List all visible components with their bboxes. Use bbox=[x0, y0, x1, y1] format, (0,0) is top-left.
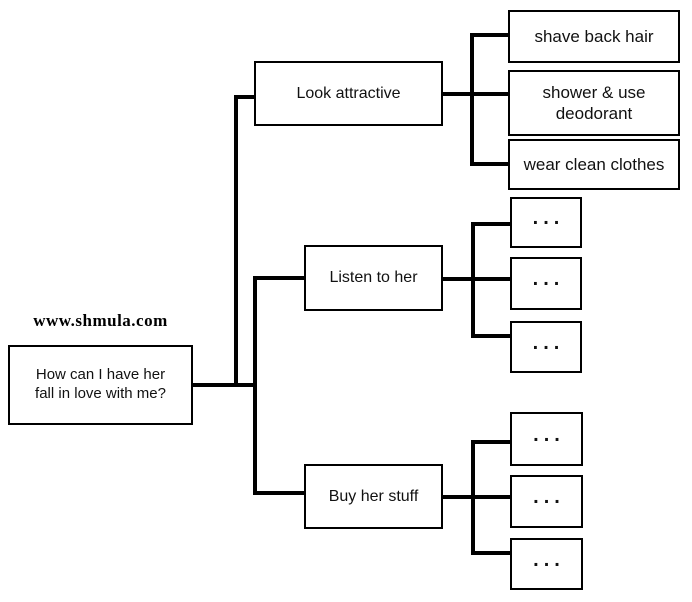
leaf-node-label: shave back hair bbox=[534, 26, 654, 46]
ellipsis-label: ... bbox=[532, 207, 565, 229]
branch-node-label: Buy her stuff bbox=[328, 487, 419, 505]
root-node-label: How can I have her fall in love with me? bbox=[35, 366, 166, 402]
connector-line bbox=[253, 491, 304, 495]
connector-line bbox=[443, 495, 511, 499]
ellipsis-label: ... bbox=[532, 268, 565, 290]
connector-line bbox=[253, 276, 304, 280]
connector-line bbox=[234, 95, 256, 99]
connector-line bbox=[471, 440, 475, 555]
ellipsis-label: ... bbox=[533, 423, 565, 446]
leaf-node-placeholder: ... bbox=[510, 538, 583, 590]
connector-line bbox=[234, 95, 238, 387]
branch-node-label: Look attractive bbox=[296, 84, 401, 102]
root-node: How can I have her fall in love with me? bbox=[8, 345, 193, 425]
connector-line bbox=[443, 277, 511, 281]
connector-line bbox=[471, 551, 511, 555]
leaf-node-shave-back-hair: shave back hair bbox=[508, 10, 680, 63]
connector-line bbox=[471, 222, 511, 226]
ellipsis-label: ... bbox=[532, 331, 565, 354]
branch-node-look-attractive: Look attractive bbox=[254, 61, 443, 126]
leaf-node-label: wear clean clothes bbox=[523, 154, 665, 174]
connector-line bbox=[470, 162, 509, 166]
leaf-node-placeholder: ... bbox=[510, 197, 582, 248]
ellipsis-label: ... bbox=[533, 486, 565, 508]
connector-line bbox=[443, 92, 509, 96]
connector-line bbox=[471, 334, 511, 338]
leaf-node-label: shower & use deodorant bbox=[542, 82, 646, 123]
leaf-node-placeholder: ... bbox=[510, 475, 583, 528]
leaf-node-shower-deodorant: shower & use deodorant bbox=[508, 70, 680, 136]
branch-node-label: Listen to her bbox=[329, 269, 418, 286]
leaf-node-placeholder: ... bbox=[510, 321, 582, 373]
ellipsis-label: ... bbox=[533, 548, 565, 571]
branch-node-buy-her-stuff: Buy her stuff bbox=[304, 464, 443, 529]
connector-line bbox=[471, 222, 475, 338]
connector-line bbox=[470, 33, 474, 166]
connector-line bbox=[253, 276, 257, 495]
leaf-node-placeholder: ... bbox=[510, 257, 582, 310]
connector-line bbox=[471, 440, 511, 444]
watermark-text: www.shmula.com bbox=[33, 311, 168, 330]
branch-node-listen-to-her: Listen to her bbox=[304, 245, 443, 311]
connector-line bbox=[470, 33, 509, 37]
connector-line bbox=[193, 383, 257, 387]
leaf-node-wear-clean-clothes: wear clean clothes bbox=[508, 139, 680, 190]
leaf-node-placeholder: ... bbox=[510, 412, 583, 466]
